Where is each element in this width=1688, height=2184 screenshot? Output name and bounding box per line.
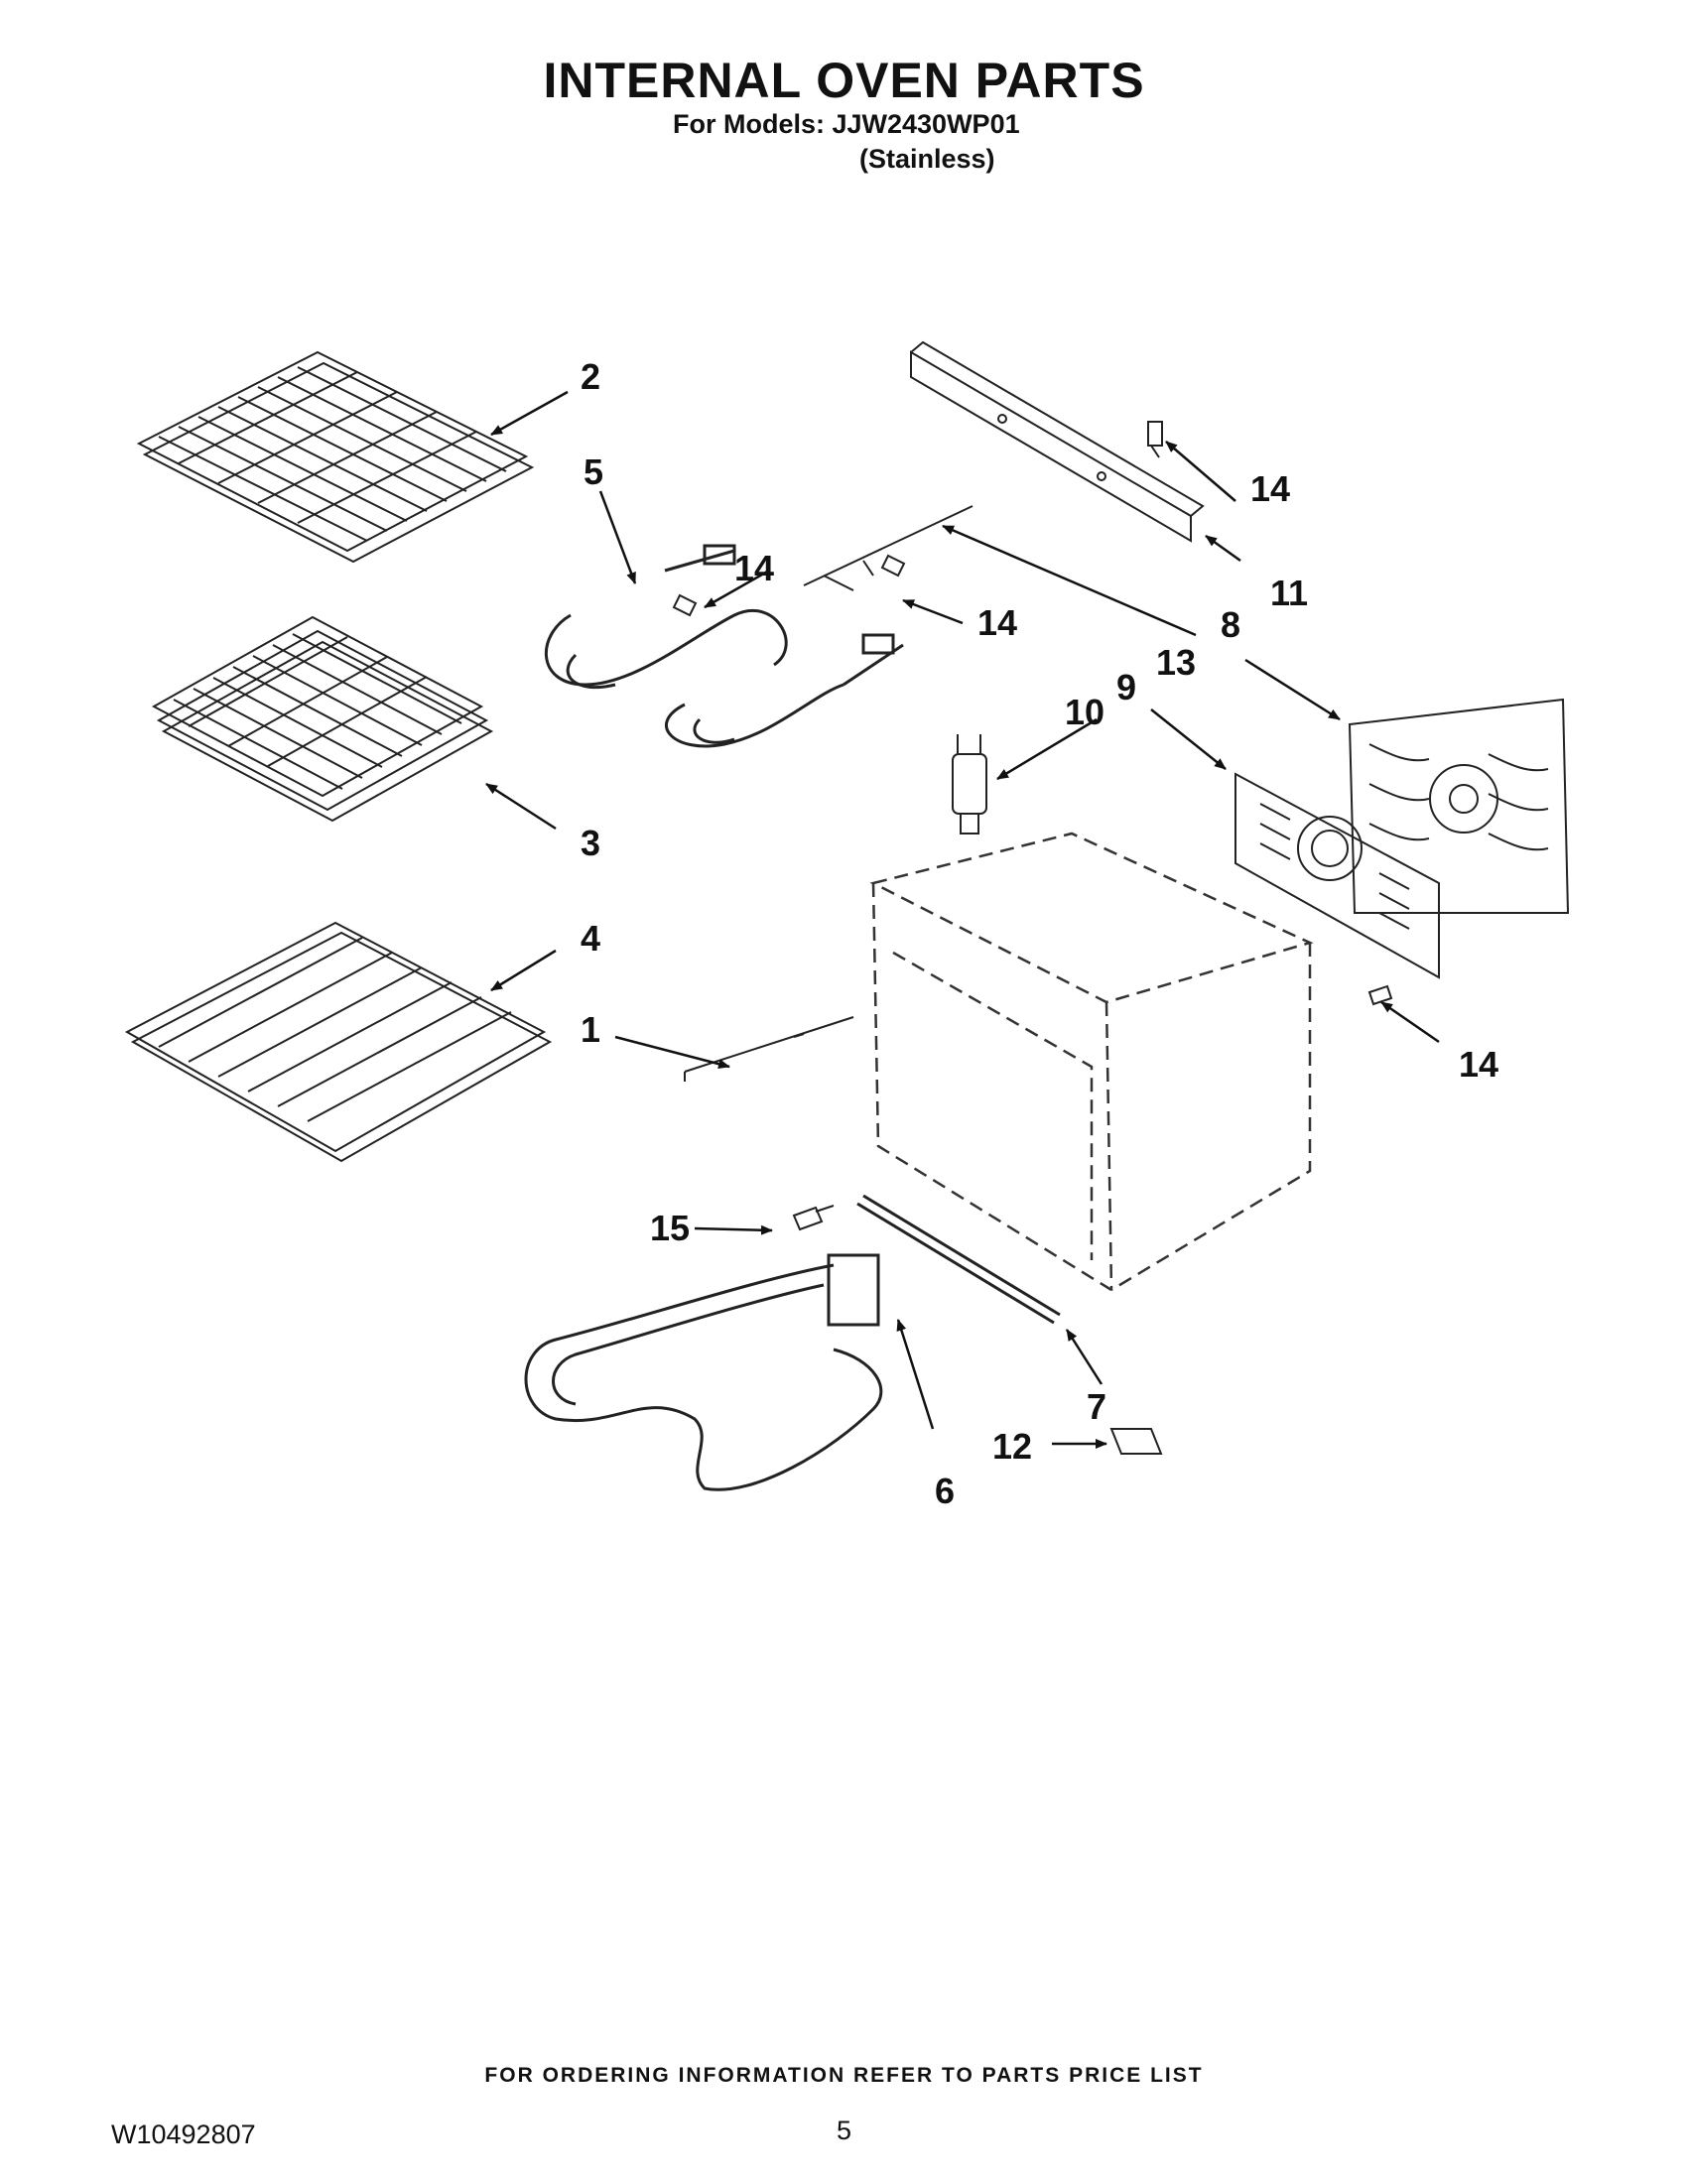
model-variant: (Stainless) bbox=[859, 144, 995, 174]
convection-element-assembly bbox=[1348, 698, 1570, 914]
callout-14-b: 14 bbox=[977, 602, 1017, 643]
screw-icons bbox=[672, 421, 1393, 1006]
callout-5: 5 bbox=[584, 451, 603, 492]
oven-cavity-outline bbox=[869, 832, 1314, 1292]
oven-rack-lower bbox=[124, 921, 553, 1163]
callout-8: 8 bbox=[1221, 604, 1240, 645]
callout-14-c: 14 bbox=[1250, 468, 1290, 509]
callout-1: 1 bbox=[581, 1009, 600, 1050]
page-title: INTERNAL OVEN PARTS bbox=[543, 53, 1145, 108]
callout-14-d: 14 bbox=[1459, 1044, 1498, 1085]
callout-4: 4 bbox=[581, 918, 600, 959]
leader-arrows bbox=[485, 390, 1440, 1449]
callout-3: 3 bbox=[581, 823, 600, 863]
page-number: 5 bbox=[837, 2116, 852, 2145]
convection-fan-cover bbox=[1234, 772, 1440, 979]
thermal-switch bbox=[952, 734, 987, 835]
bake-element bbox=[524, 1253, 883, 1491]
temperature-sensor bbox=[803, 505, 974, 591]
rear-support-bracket bbox=[910, 340, 1205, 543]
broil-element bbox=[545, 544, 904, 748]
terminal-connector bbox=[792, 1205, 835, 1231]
oven-rack-middle bbox=[151, 615, 494, 823]
callout-7: 7 bbox=[1087, 1386, 1106, 1427]
callout-13: 13 bbox=[1156, 642, 1196, 683]
callout-14-a: 14 bbox=[734, 548, 774, 588]
mounting-clip bbox=[1109, 1428, 1163, 1455]
element-cover-tube bbox=[856, 1194, 1061, 1325]
oven-rack-upper bbox=[136, 350, 535, 564]
model-number: For Models: JJW2430WP01 bbox=[673, 109, 1020, 139]
oven-sensor-probe bbox=[684, 1016, 854, 1082]
callout-10: 10 bbox=[1065, 692, 1104, 732]
callout-15: 15 bbox=[650, 1208, 690, 1248]
callout-11: 11 bbox=[1270, 573, 1308, 613]
callout-6: 6 bbox=[935, 1471, 955, 1511]
callout-2: 2 bbox=[581, 356, 600, 397]
ordering-note: FOR ORDERING INFORMATION REFER TO PARTS … bbox=[484, 2064, 1204, 2087]
callout-12: 12 bbox=[992, 1426, 1032, 1467]
callout-9: 9 bbox=[1116, 667, 1136, 707]
document-number: W10492807 bbox=[111, 2120, 256, 2149]
